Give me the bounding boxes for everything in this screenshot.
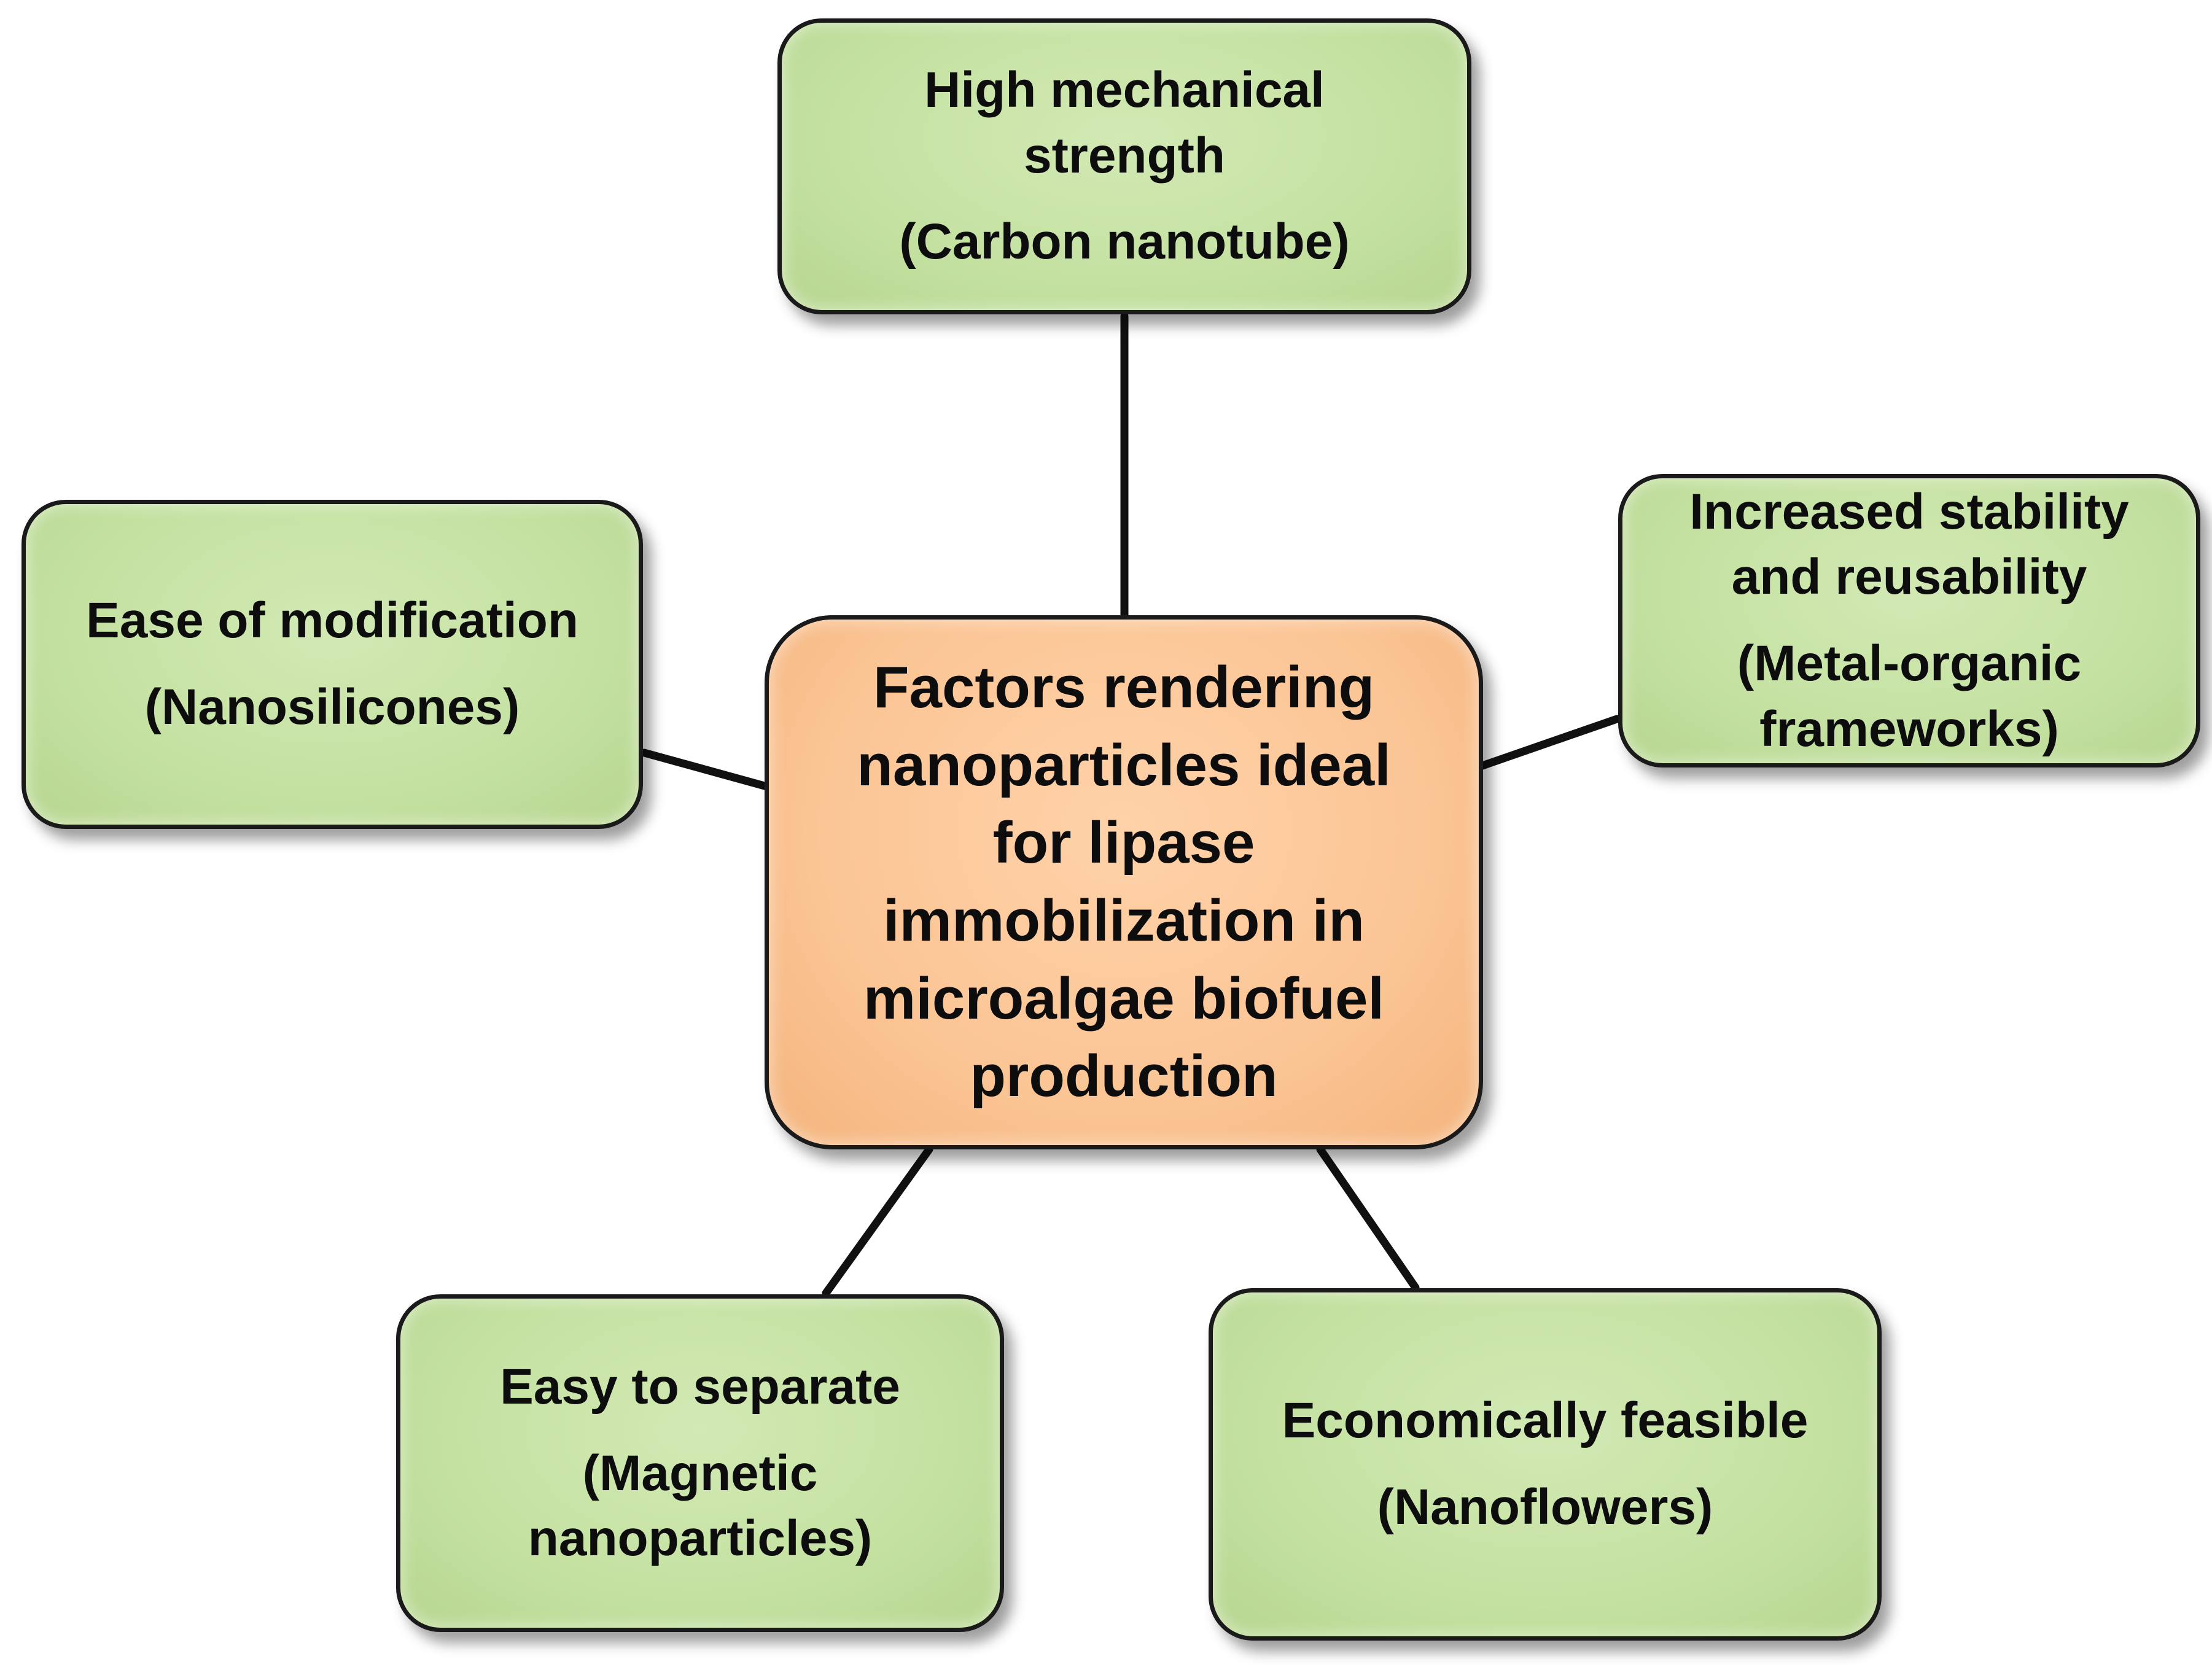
node-title-line: and reusability — [1731, 549, 2087, 605]
central-topic-line: microalgae biofuel — [863, 965, 1385, 1032]
node-example-line: (Nanosilicones) — [144, 679, 520, 735]
central-topic-line: immobilization in — [883, 888, 1365, 954]
node-title-line: Ease of modification — [86, 593, 578, 649]
node-example-line: (Nanoflowers) — [1377, 1479, 1713, 1535]
central-topic-line: production — [970, 1043, 1278, 1109]
node-easy-to-separate: Easy to separate (Magnetic nanoparticles… — [396, 1294, 1004, 1632]
node-example-line: frameworks) — [1759, 701, 2059, 757]
node-title-line: strength — [1024, 127, 1225, 184]
central-topic-line: for lipase — [992, 810, 1255, 876]
connector-bottom-left — [822, 1145, 933, 1297]
node-increased-stability: Increased stability and reusability (Met… — [1618, 474, 2200, 767]
central-topic: Factors rendering nanoparticles ideal fo… — [765, 615, 1483, 1149]
node-example-line: (Magnetic — [582, 1445, 818, 1501]
node-economically-feasible: Economically feasible (Nanoflowers) — [1209, 1288, 1882, 1641]
central-topic-line: Factors rendering — [873, 654, 1375, 720]
node-high-mechanical-strength: High mechanical strength (Carbon nanotub… — [777, 18, 1471, 314]
connector-bottom-right — [1316, 1145, 1420, 1292]
central-topic-line: nanoparticles ideal — [857, 732, 1391, 798]
node-example-line: (Carbon nanotube) — [899, 214, 1350, 270]
connector-left — [640, 748, 769, 790]
node-title-line: High mechanical — [924, 62, 1325, 119]
node-example-line: (Metal-organic — [1737, 635, 2082, 691]
node-example-line: nanoparticles) — [528, 1510, 873, 1567]
node-title-line: Easy to separate — [500, 1359, 900, 1415]
node-title-line: Increased stability — [1689, 483, 2129, 540]
node-title-line: Economically feasible — [1282, 1393, 1809, 1449]
connector-right — [1478, 715, 1621, 770]
node-ease-of-modification: Ease of modification (Nanosilicones) — [21, 500, 643, 829]
